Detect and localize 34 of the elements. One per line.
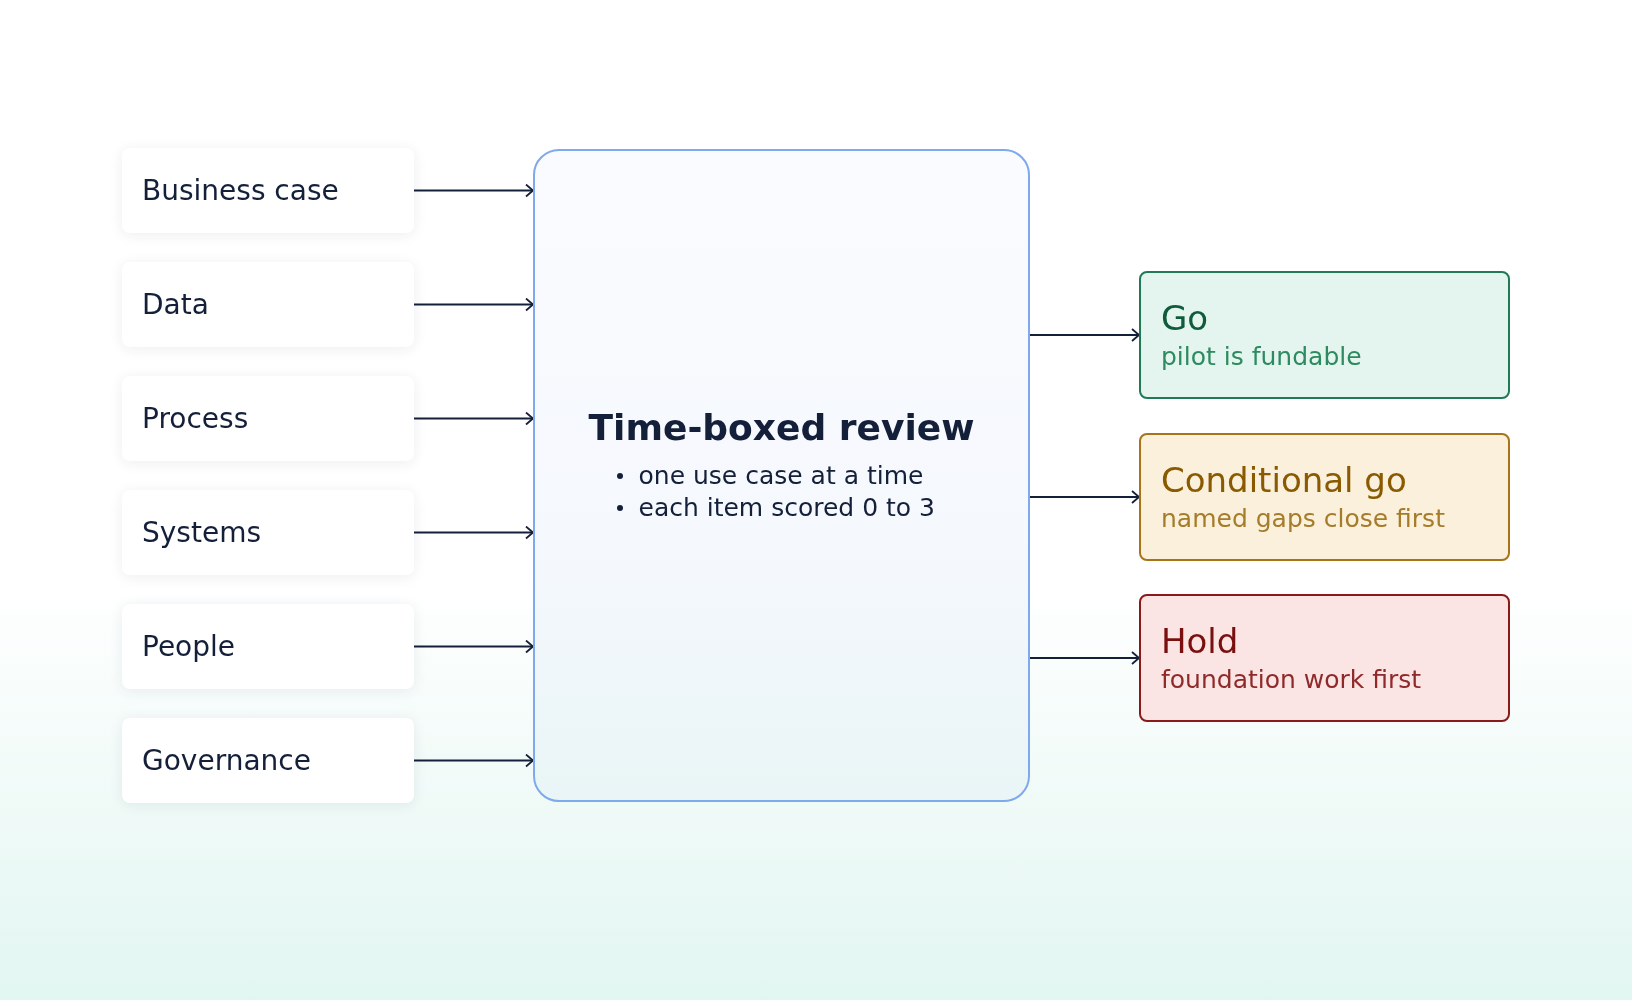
input-label: People [142,630,236,663]
input-box [122,376,414,461]
arrow [413,183,534,198]
arrow [413,297,534,312]
input-box [122,262,414,347]
input-label: Data [142,288,209,321]
outcome-description: foundation work first [1161,664,1423,696]
arrow [1029,490,1140,504]
outcome-description: pilot is fundable [1161,341,1363,373]
arrow [413,411,534,426]
arrow [1029,651,1140,665]
arrow [413,753,534,768]
outcome-box [1139,271,1510,399]
bullet-item: each item scored 0 to 3 [638,492,935,524]
outcome-box [1139,433,1510,561]
review-box [533,149,1030,802]
arrow [413,639,534,654]
input-label: Governance [142,744,311,777]
outcome-box [1139,594,1510,722]
input-label: Process [142,402,249,435]
outcome-description: named gaps close first [1161,503,1446,535]
input-box [122,148,414,233]
arrow [413,525,534,540]
arrow [1029,328,1140,342]
outcome-title: Go [1161,297,1210,340]
outcome-title: Conditional go [1161,459,1408,502]
bullet-item: one use case at a time [638,460,924,492]
outcome-title: Hold [1161,620,1240,663]
review-title: Time-boxed review [588,407,975,448]
input-label: Business case [142,174,339,207]
input-box [122,490,414,575]
input-label: Systems [142,516,261,549]
input-box [122,718,414,803]
input-box [122,604,414,689]
